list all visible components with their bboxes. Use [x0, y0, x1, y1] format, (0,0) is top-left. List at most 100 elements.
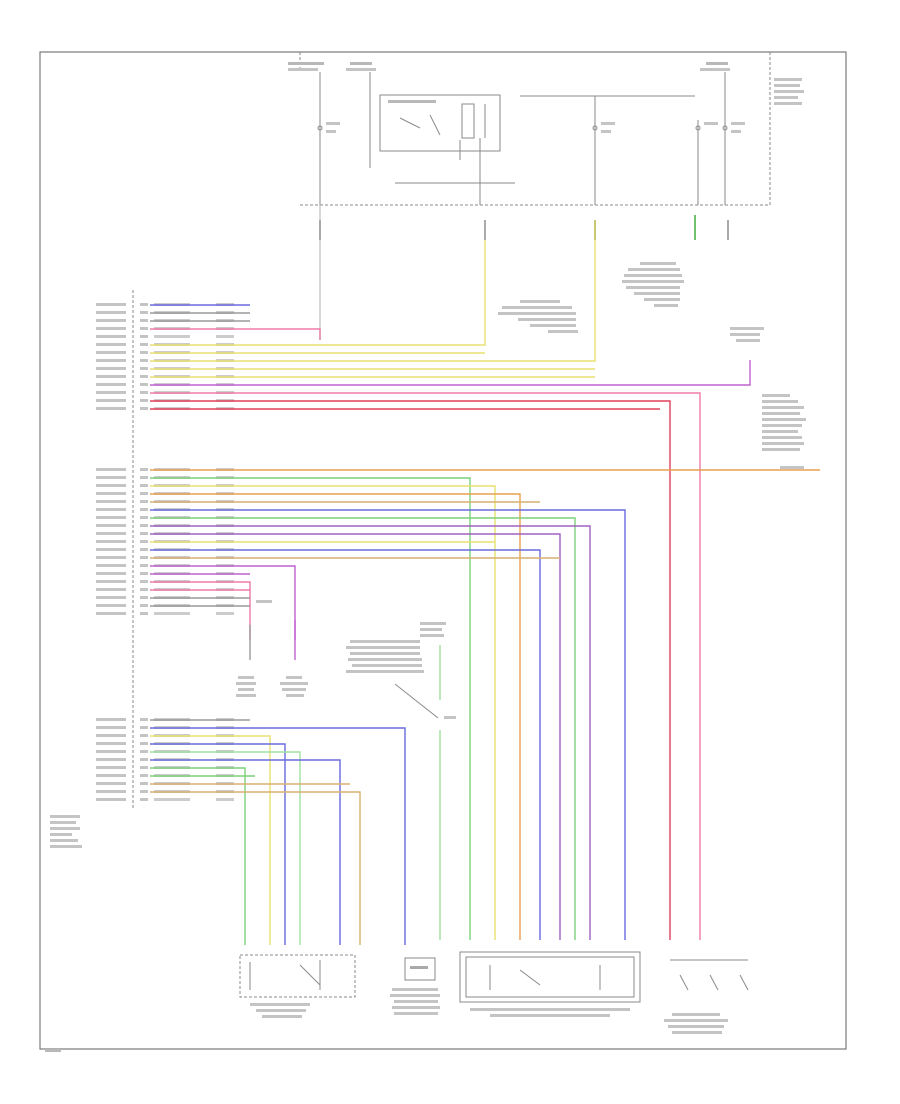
wire-b9 — [150, 533, 561, 940]
wire-b15 — [150, 581, 251, 640]
pin-label — [96, 540, 126, 543]
ground-notes-left — [236, 600, 308, 697]
pin-number — [140, 750, 148, 753]
wire-b3 — [150, 485, 496, 940]
wire-harness — [150, 240, 820, 945]
wire-c2 — [150, 735, 271, 945]
pin-label — [96, 327, 126, 330]
pin-label — [96, 335, 126, 338]
pin-label — [96, 612, 126, 615]
fuse-labels — [288, 62, 804, 105]
pin-number — [140, 383, 148, 386]
pin-number — [140, 327, 148, 330]
pin-number — [140, 359, 148, 362]
pin-number — [140, 391, 148, 394]
wire-a11 — [150, 392, 701, 940]
pin-label — [96, 580, 126, 583]
pin-label — [96, 303, 126, 306]
pin-label — [96, 588, 126, 591]
pin-label — [96, 798, 126, 801]
pin-number — [140, 588, 148, 591]
pin-label — [96, 556, 126, 559]
pin-number — [140, 351, 148, 354]
pin-number — [140, 407, 148, 410]
pin-number — [140, 399, 148, 402]
circuit-code — [216, 798, 234, 801]
pin-number — [140, 758, 148, 761]
sensor-note-mid — [346, 622, 456, 719]
pin-number — [140, 556, 148, 559]
pin-number — [140, 532, 148, 535]
pin-number — [140, 612, 148, 615]
pin-label — [96, 596, 126, 599]
pin-number — [140, 375, 148, 378]
pin-label — [96, 742, 126, 745]
pin-label — [96, 766, 126, 769]
pin-label — [96, 383, 126, 386]
pin-label — [96, 399, 126, 402]
pin-number — [140, 572, 148, 575]
pin-label — [96, 548, 126, 551]
pin-label — [96, 311, 126, 314]
pin-number — [140, 468, 148, 471]
pin-label — [96, 726, 126, 729]
wire-b4 — [150, 493, 521, 940]
pin-label — [96, 758, 126, 761]
wire-b11 — [150, 549, 541, 940]
pin-number — [140, 524, 148, 527]
pin-number — [140, 476, 148, 479]
pin-number — [140, 596, 148, 599]
pin-label — [96, 367, 126, 370]
pin-number — [140, 516, 148, 519]
pin-label — [96, 468, 126, 471]
pin-label — [96, 516, 126, 519]
pin-number — [140, 766, 148, 769]
pin-label — [96, 319, 126, 322]
pin-label — [96, 782, 126, 785]
pin-number — [140, 540, 148, 543]
wire-b8 — [150, 525, 591, 940]
pin-label — [96, 476, 126, 479]
pin-number — [140, 484, 148, 487]
pin-label — [96, 508, 126, 511]
pin-label — [96, 407, 126, 410]
pin-number — [140, 508, 148, 511]
pin-label — [96, 604, 126, 607]
wire-code — [154, 798, 190, 801]
pin-label — [96, 375, 126, 378]
wire-a7 — [150, 240, 596, 362]
footer-code-mark — [45, 1049, 61, 1052]
wire-a10 — [150, 360, 751, 386]
wire-c3 — [150, 743, 286, 945]
pcm-module-label — [50, 815, 82, 848]
pin-number — [140, 774, 148, 777]
pin-number — [140, 343, 148, 346]
wire-code — [154, 335, 190, 338]
pin-label — [96, 564, 126, 567]
pin-number — [140, 564, 148, 567]
diagram-border — [39, 51, 847, 1050]
connector-note-right — [622, 262, 684, 307]
fuse-lines — [317, 72, 745, 205]
pin-number — [140, 734, 148, 737]
pin-number — [140, 335, 148, 338]
pin-number — [140, 319, 148, 322]
pin-number — [140, 548, 148, 551]
wire-c6 — [150, 767, 246, 945]
wire-code — [154, 612, 190, 615]
pin-number — [140, 604, 148, 607]
wire-a4 — [150, 328, 321, 340]
pin-label — [96, 351, 126, 354]
brake-pedal-switch — [664, 959, 749, 1034]
accelerator-pedal-sensor — [459, 951, 641, 1017]
pin-label — [96, 500, 126, 503]
wire-c9 — [150, 791, 361, 945]
relay — [379, 94, 515, 205]
pin-label — [96, 391, 126, 394]
connector-note-center — [498, 300, 578, 333]
wire-b2 — [150, 477, 471, 940]
pin-label — [96, 343, 126, 346]
pin-number — [140, 367, 148, 370]
wire-b13 — [150, 565, 296, 640]
